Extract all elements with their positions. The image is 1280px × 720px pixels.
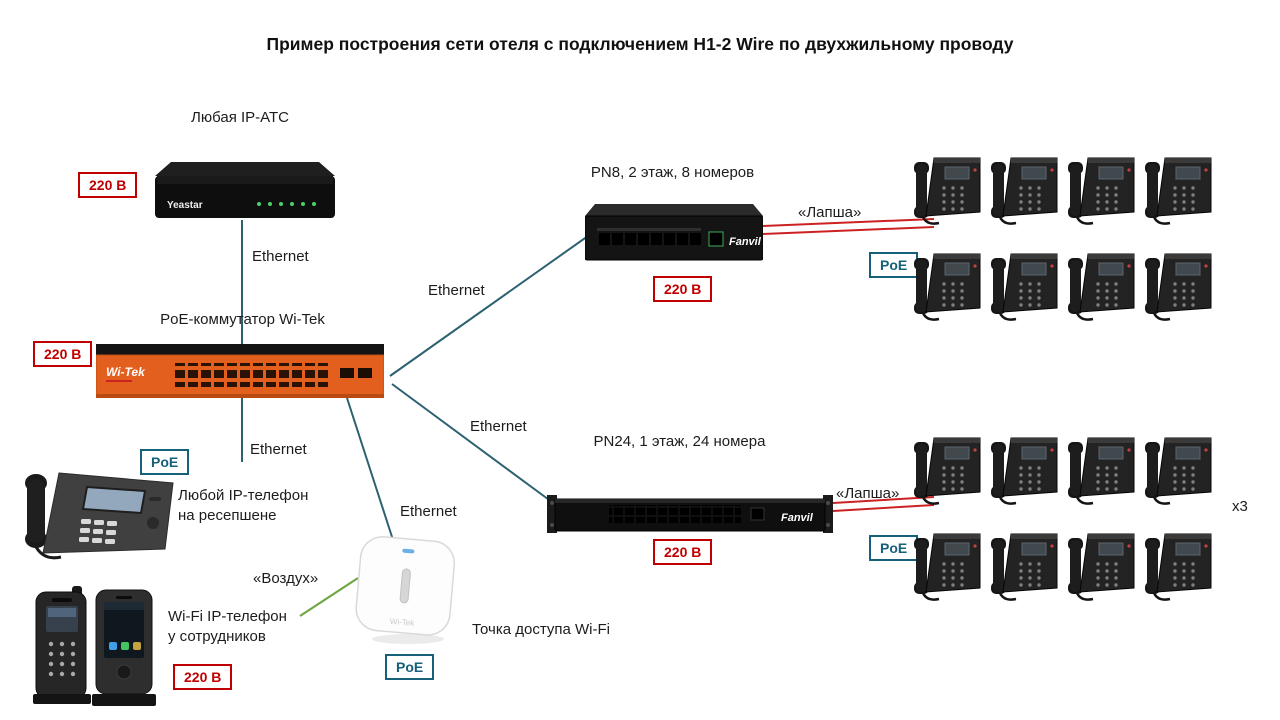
power-badge-wifi-phone: 220 В bbox=[173, 664, 233, 690]
ethernet-label-pbx-switch: Ethernet bbox=[252, 248, 309, 265]
pbx-label: Любая IP-АТС bbox=[191, 109, 289, 126]
poe-badge-floor1-phones: PoE bbox=[869, 535, 919, 561]
line-lapsha-pn24-phones-1 bbox=[832, 496, 935, 504]
ip-phone-icon bbox=[989, 150, 1059, 234]
ap-brand-text: Wi-Tek bbox=[390, 617, 416, 628]
line-ethernet-switch-pn24 bbox=[391, 383, 557, 506]
poe-badge-ap: PoE bbox=[385, 654, 435, 680]
pn24-device: Fanvil bbox=[547, 495, 833, 533]
reception-phone-label-line2: на ресепшене bbox=[178, 506, 277, 524]
pn24-label: PN24, 1 этаж, 24 номера bbox=[593, 433, 766, 450]
access-point-device: Wi-Tek bbox=[355, 536, 456, 644]
ethernet-label-switch-pn24: Ethernet bbox=[470, 418, 527, 435]
ethernet-label-switch-pn8: Ethernet bbox=[428, 282, 485, 299]
ip-phone-icon bbox=[989, 246, 1059, 330]
line-air-ap-wifi-phone bbox=[299, 577, 359, 617]
power-badge-switch: 220 В bbox=[33, 341, 93, 367]
pbx-device: Yeastar bbox=[155, 162, 335, 218]
ip-phone-icon bbox=[1143, 430, 1213, 514]
line-lapsha-pn24-phones-2 bbox=[832, 504, 935, 512]
ip-phone-icon bbox=[1143, 526, 1213, 610]
line-ethernet-switch-ap bbox=[346, 397, 395, 544]
diagram-title: Пример построения сети отеля с подключен… bbox=[266, 34, 1014, 54]
power-badge-pbx: 220 В bbox=[78, 172, 138, 198]
pbx-brand-text: Yeastar bbox=[167, 200, 203, 211]
ip-phone-icon bbox=[912, 526, 982, 610]
ip-phone-icon bbox=[912, 246, 982, 330]
ip-phone-icon bbox=[912, 430, 982, 514]
core-switch-device: Wi-Tek bbox=[96, 344, 384, 398]
reception-phone-label: Любой IP-телефон на ресепшене bbox=[178, 486, 308, 525]
ip-phone-icon bbox=[989, 526, 1059, 610]
ip-phone-icon bbox=[1143, 246, 1213, 330]
phone-group-floor1 bbox=[912, 430, 1213, 610]
ip-phone-icon bbox=[989, 430, 1059, 514]
multiplier-label: x3 bbox=[1232, 498, 1248, 515]
poe-badge-reception-phone: PoE bbox=[140, 449, 190, 475]
lapsha-label-pn24: «Лапша» bbox=[836, 485, 900, 502]
core-switch-label: PoE-коммутатор Wi-Tek bbox=[160, 311, 325, 328]
ip-phone-icon bbox=[1066, 246, 1136, 330]
ip-phone-icon bbox=[1066, 150, 1136, 234]
ethernet-label-switch-reception: Ethernet bbox=[250, 441, 307, 458]
wifi-phone-label: Wi-Fi IP-телефон у сотрудников bbox=[168, 607, 287, 646]
lapsha-label-pn8: «Лапша» bbox=[798, 204, 862, 221]
pn24-brand-text: Fanvil bbox=[781, 512, 814, 524]
wifi-phone-label-line1: Wi-Fi IP-телефон bbox=[168, 608, 287, 625]
pn8-label: PN8, 2 этаж, 8 номеров bbox=[590, 164, 755, 181]
air-label: «Воздух» bbox=[253, 570, 319, 587]
wifi-phone-label-line2: у сотрудников bbox=[168, 627, 266, 645]
line-lapsha-pn8-phones-1 bbox=[762, 218, 935, 227]
pn8-brand-text: Fanvil bbox=[729, 236, 762, 248]
line-ethernet-switch-pn8 bbox=[389, 235, 589, 377]
ip-phone-icon bbox=[1066, 430, 1136, 514]
core-switch-brand-text: Wi-Tek bbox=[106, 365, 146, 379]
ethernet-label-switch-ap: Ethernet bbox=[400, 503, 457, 520]
wifi-phone-devices bbox=[33, 586, 156, 706]
poe-badge-floor2-phones: PoE bbox=[869, 252, 919, 278]
power-badge-pn8: 220 В bbox=[653, 276, 713, 302]
reception-phone-device bbox=[25, 472, 174, 560]
access-point-label: Точка доступа Wi-Fi bbox=[472, 621, 610, 638]
power-badge-pn24: 220 В bbox=[653, 539, 713, 565]
ip-phone-icon bbox=[1143, 150, 1213, 234]
line-lapsha-pn8-phones-2 bbox=[762, 226, 935, 235]
phone-group-floor2 bbox=[912, 150, 1213, 330]
ip-phone-icon bbox=[912, 150, 982, 234]
ip-phone-icon bbox=[1066, 526, 1136, 610]
reception-phone-label-line1: Любой IP-телефон bbox=[178, 487, 309, 504]
pn8-device: Fanvil bbox=[585, 204, 763, 261]
ap-led bbox=[402, 548, 415, 554]
